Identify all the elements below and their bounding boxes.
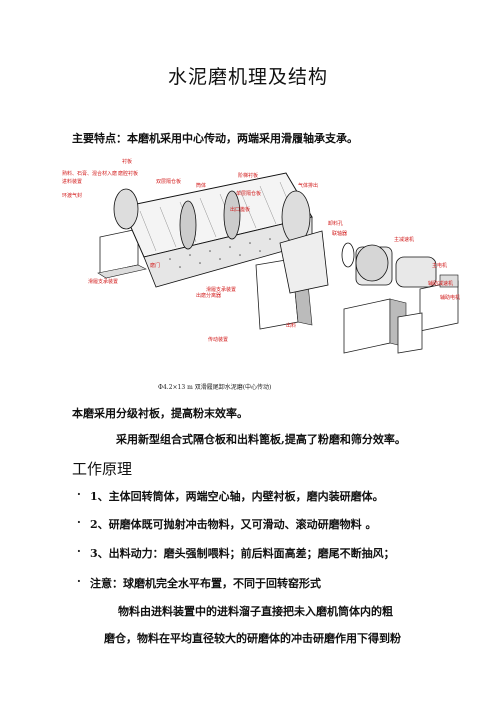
bullet-text: 注意：球磨机完全水平布置，不同于回转窑形式 xyxy=(90,577,321,590)
label-shell: 筒体 xyxy=(196,182,206,189)
bullet-item: · 3、出料动力：磨头强制喂料；前后料面高差；磨尾不断抽风； xyxy=(77,545,395,561)
label-chamber-liner: 磨腔衬板 xyxy=(118,170,138,177)
main-features-text: 主要特点：本磨机采用中心传动，两端采用滑履轴承支承。 xyxy=(72,132,358,145)
label-feed-material: 熟料、石膏、混合材入磨 xyxy=(62,170,117,177)
label-separator: 出磨分离器 xyxy=(196,292,221,299)
label-main-motor: 主电机 xyxy=(432,262,447,269)
bullet-text: 1、主体回转筒体，两端空心轴，内壁衬板，磨内装研磨体。 xyxy=(90,490,384,503)
label-air-seal: 环渡气封 xyxy=(62,192,82,199)
label-drive: 传动装置 xyxy=(208,336,228,343)
bullet-item: · 1、主体回转筒体，两端空心轴，内壁衬板，磨内装研磨体。 xyxy=(77,488,384,504)
label-step-liner: 阶梯衬板 xyxy=(238,172,258,179)
para-diaphragm-efficiency: 采用新型组合式隔仓板和出料篦板,提高了粉磨和筛分效率。 xyxy=(116,433,406,446)
label-aux-motor: 辅助电机 xyxy=(440,294,460,301)
bullet-text: 2、研磨体既可抛射冲击物料，又可滑动、滚动研磨物料 。 xyxy=(90,518,377,531)
label-feed-device: 进料装置 xyxy=(62,178,82,185)
label-single-diaphragm: 单层隔仓板 xyxy=(236,190,261,197)
section-heading-principle: 工作原理 xyxy=(72,460,133,478)
bullet-item: · 2、研磨体既可抛射冲击物料，又可滑动、滚动研磨物料 。 xyxy=(77,516,377,532)
para-liner-efficiency: 本磨采用分级衬板，提高粉末效率。 xyxy=(72,407,248,420)
label-discharge-hole: 卸料孔 xyxy=(328,220,343,227)
bullet-dot: · xyxy=(77,575,81,588)
body-line-1: 物料由进料装置中的进料溜子直接把未入磨机筒体内的粗 xyxy=(118,605,393,618)
bullet-text: 3、出料动力：磨头强制喂料；前后料面高差；磨尾不断抽风； xyxy=(90,547,395,560)
label-slide-shoe-left: 滑履支承装置 xyxy=(88,278,118,285)
label-liner: 衬板 xyxy=(122,158,132,165)
bullet-dot: · xyxy=(77,545,81,558)
label-gas-exhaust: 气体排出 xyxy=(298,182,318,189)
body-line-2: 磨仓，物料在平均直径较大的研磨体的冲击研磨作用下得到粉 xyxy=(104,632,401,645)
label-main-reducer: 主减速机 xyxy=(394,236,414,243)
label-aux-reducer: 辅助减速机 xyxy=(428,280,453,287)
page-title: 水泥磨机理及结构 xyxy=(167,66,328,88)
label-outlet-grate: 出口篦板 xyxy=(230,206,250,213)
label-discharge: 出料 xyxy=(286,322,296,329)
label-double-diaphragm: 双层隔仓板 xyxy=(156,178,181,185)
ball-mill-diagram: 熟料、石膏、混合材入磨 进料装置 衬板 环渡气封 磨腔衬板 双层隔仓板 筒体 阶… xyxy=(62,158,460,354)
bullet-dot: · xyxy=(77,516,81,529)
bullet-dot: · xyxy=(77,488,81,501)
figure-caption: Ф4.2×13 m 双滑履尾卸水泥磨(中心传动) xyxy=(158,384,272,391)
label-mill-door: 磨门 xyxy=(150,262,160,269)
bullet-item: · 注意：球磨机完全水平布置，不同于回转窑形式 xyxy=(77,575,321,591)
label-slide-shoe-right: 滑履支承装置 xyxy=(206,286,236,293)
label-coupling: 联轴器 xyxy=(332,230,347,237)
